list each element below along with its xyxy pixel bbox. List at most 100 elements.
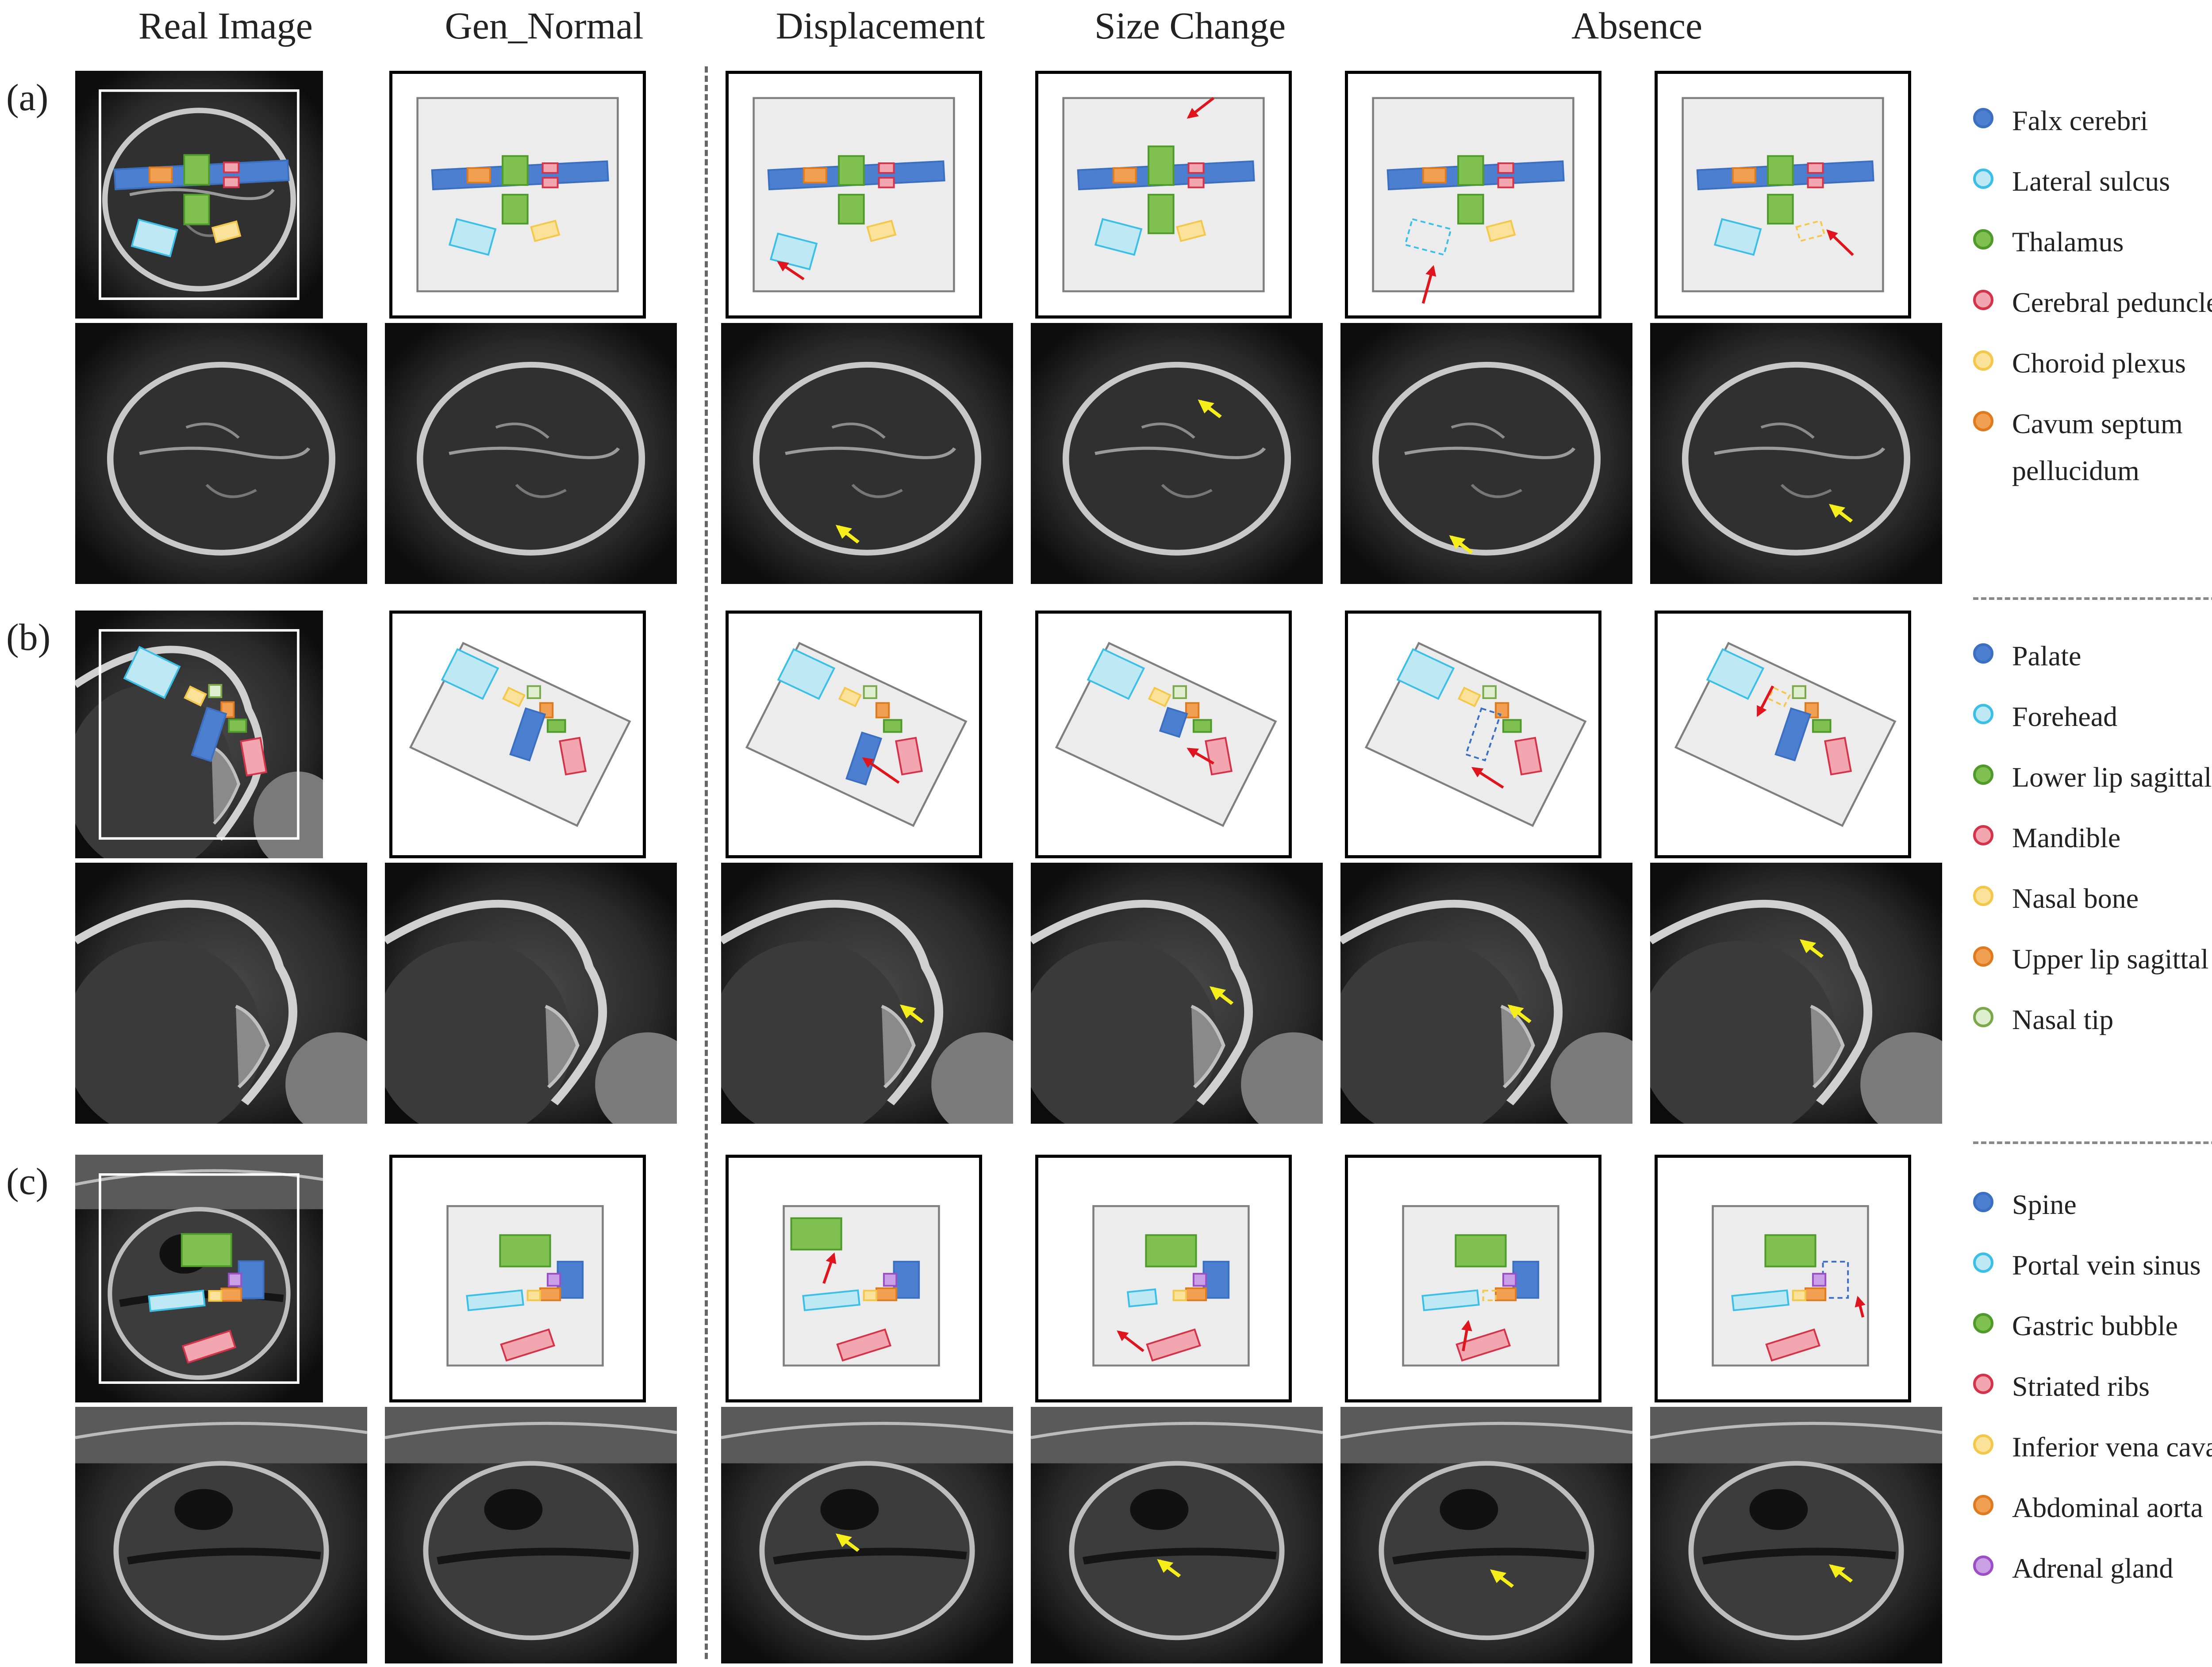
upper-lip-box — [1494, 702, 1509, 718]
legend-swatch-icon — [1973, 1252, 1993, 1273]
cerebral-peduncle-box — [1807, 177, 1824, 188]
adrenal-gland-box — [546, 1273, 561, 1287]
legend-label: Mandible — [2012, 822, 2121, 853]
schematic-gen-normal-1 — [389, 611, 646, 858]
red-arrow — [822, 1252, 837, 1284]
striated-ribs-box — [181, 1329, 237, 1364]
thalamus-box — [1457, 155, 1484, 186]
gastric-bubble-box — [1764, 1234, 1816, 1268]
gastric-bubble-box — [180, 1233, 232, 1267]
cavum-septum-box — [803, 167, 827, 184]
ultrasound-real-image-0 — [75, 323, 367, 584]
legend-item: Palate — [1973, 633, 2081, 680]
legend-item: Nasal bone — [1973, 875, 2139, 922]
choroid-plexus-box — [1486, 219, 1516, 242]
header-gen-normal: Gen_Normal — [445, 4, 644, 47]
schematic-size-change-0 — [1035, 71, 1292, 319]
portal-vein-box — [1421, 1289, 1480, 1311]
choroid-plexus-box — [1176, 219, 1206, 242]
legend-label: Nasal tip — [2012, 1004, 2114, 1035]
abdominal-aorta-box — [875, 1287, 898, 1302]
schematic-gen-normal-0 — [389, 71, 646, 319]
lower-lip-box — [546, 719, 566, 733]
thalamus-box — [502, 155, 529, 186]
inferior-vena-cava-box — [208, 1290, 223, 1302]
cerebral-peduncle-box — [541, 162, 559, 174]
striated-ribs-box — [1146, 1328, 1202, 1362]
nasal-tip-box — [1792, 685, 1806, 699]
striated-ribs-box — [1455, 1328, 1511, 1362]
gastric-bubble-box — [1145, 1234, 1197, 1268]
nasal-tip-box — [526, 685, 541, 699]
yellow-arrow — [835, 1533, 860, 1552]
choroid-plexus-box — [211, 220, 242, 243]
legend-swatch-icon — [1973, 411, 1993, 431]
schematic-absence-2-1 — [1655, 611, 1911, 858]
legend-label: Cerebral peduncle — [2012, 287, 2212, 318]
thalamus-box — [502, 194, 529, 225]
legend-separator-1 — [1973, 597, 2212, 600]
red-arrow — [862, 757, 900, 784]
legend-label: Cavum septum pellucidum — [2012, 408, 2183, 486]
forehead-box — [123, 646, 181, 699]
real-image-annotated-1 — [75, 611, 323, 858]
abdominal-aorta-box — [220, 1287, 242, 1302]
portal-vein-box — [148, 1290, 206, 1312]
ultrasound-gen-normal-1 — [385, 863, 677, 1124]
lateral-sulcus-box — [769, 232, 818, 270]
lower-lip-box — [1192, 719, 1212, 733]
legend-item: Striated ribs — [1973, 1363, 2150, 1410]
lateral-sulcus-box — [1404, 218, 1452, 256]
nasal-bone-box — [1767, 687, 1791, 707]
ultrasound-displacement-2 — [721, 1407, 1013, 1663]
legend-item: Forehead — [1973, 693, 2117, 740]
ultrasound-absence-2-1 — [1650, 863, 1942, 1124]
legend-label: Inferior vena cava — [2012, 1431, 2212, 1463]
cerebral-peduncle-box — [1187, 162, 1205, 174]
cerebral-peduncle-box — [1187, 177, 1205, 188]
real-image-annotated-0 — [75, 71, 323, 319]
real-image-annotated-2 — [75, 1155, 323, 1402]
upper-lip-box — [875, 702, 890, 718]
legend-label: Lower lip sagittal cut — [2012, 761, 2212, 793]
yellow-arrow — [1157, 1559, 1181, 1578]
cavum-septum-box — [1112, 167, 1137, 184]
red-arrow — [1187, 748, 1214, 765]
forehead-box — [1396, 648, 1455, 700]
yellow-arrow — [899, 1004, 924, 1023]
cerebral-peduncle-box — [541, 177, 559, 188]
legend-label: Palate — [2012, 640, 2081, 672]
adrenal-gland-box — [883, 1273, 898, 1287]
red-arrow — [1471, 767, 1504, 789]
mandible-box — [1514, 737, 1542, 776]
legend-label: Gastric bubble — [2012, 1310, 2178, 1341]
lateral-sulcus-box — [131, 219, 178, 257]
header-real-image: Real Image — [138, 4, 313, 47]
forehead-box — [1087, 648, 1145, 700]
palate-box — [1774, 707, 1812, 762]
legend-swatch-icon — [1973, 1313, 1993, 1333]
thalamus-box — [838, 194, 865, 225]
legend-label: Falx cerebri — [2012, 105, 2148, 136]
spine-box — [1202, 1260, 1230, 1299]
legend-swatch-icon — [1973, 946, 1993, 967]
header-absence: Absence — [1571, 4, 1703, 47]
adrenal-gland-box — [228, 1272, 242, 1287]
row-label-c: (c) — [6, 1160, 49, 1202]
lower-lip-box — [883, 719, 902, 733]
ultrasound-real-image-1 — [75, 863, 367, 1124]
legend-swatch-icon — [1973, 169, 1993, 189]
legend-label: Adrenal gland — [2012, 1552, 2174, 1584]
thalamus-box — [1148, 145, 1175, 186]
legend-swatch-icon — [1973, 704, 1993, 724]
striated-ribs-box — [500, 1328, 556, 1362]
nasal-bone-box — [184, 685, 207, 707]
lower-lip-box — [1502, 719, 1522, 733]
thalamus-box — [1148, 194, 1175, 234]
legend-label: Choroid plexus — [2012, 347, 2186, 379]
palate-box — [191, 707, 227, 762]
legend-item: Nasal tip — [1973, 996, 2113, 1043]
mandible-box — [1824, 737, 1852, 776]
striated-ribs-box — [1765, 1328, 1821, 1362]
nasal-tip-box — [1172, 685, 1187, 699]
